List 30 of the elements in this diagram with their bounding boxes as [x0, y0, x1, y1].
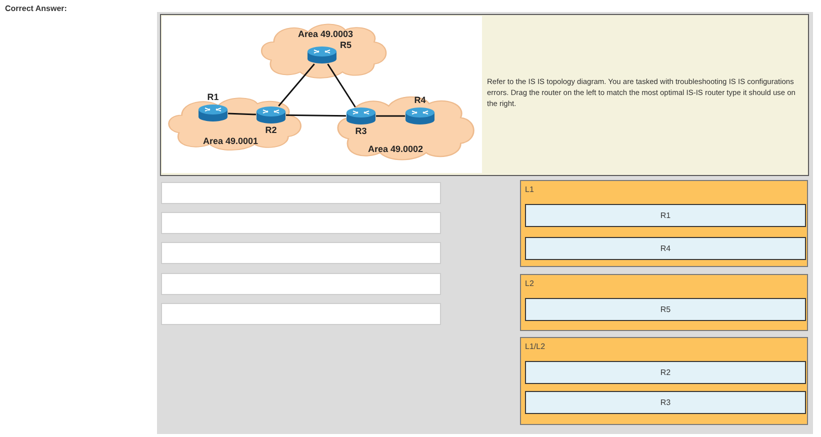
answer-slot: R3 [525, 391, 806, 414]
answer-heading: Correct Answer: [5, 4, 68, 13]
empty-answer-slot [161, 182, 441, 204]
answer-slot: R1 [525, 204, 806, 227]
empty-answer-slot [161, 212, 441, 234]
router-label: R2 [264, 125, 278, 135]
link-line [286, 114, 346, 117]
router-label: R4 [413, 95, 427, 105]
area-label: Area 49.0001 [203, 136, 258, 146]
link-line [228, 112, 256, 116]
router-label: R3 [354, 126, 368, 136]
link-line [278, 64, 315, 106]
answer-slot: R5 [525, 298, 806, 321]
router-label: R1 [206, 92, 220, 102]
empty-answer-slot [161, 273, 441, 295]
empty-answer-slot [161, 242, 441, 264]
answer-group [520, 274, 808, 331]
link-line [327, 64, 356, 108]
answer-group [520, 180, 808, 267]
answer-slot: R4 [525, 237, 806, 260]
link-line [376, 115, 405, 117]
area-label: Area 49.0003 [298, 29, 354, 39]
area-label: Area 49.0002 [368, 144, 424, 154]
empty-answer-slot [161, 303, 441, 325]
router-label: R5 [340, 40, 352, 50]
group-title: L2 [525, 279, 534, 288]
group-title: L1/L2 [525, 342, 546, 351]
answer-slot: R2 [525, 361, 806, 384]
group-title: L1 [525, 185, 534, 194]
answer-group [520, 337, 808, 425]
